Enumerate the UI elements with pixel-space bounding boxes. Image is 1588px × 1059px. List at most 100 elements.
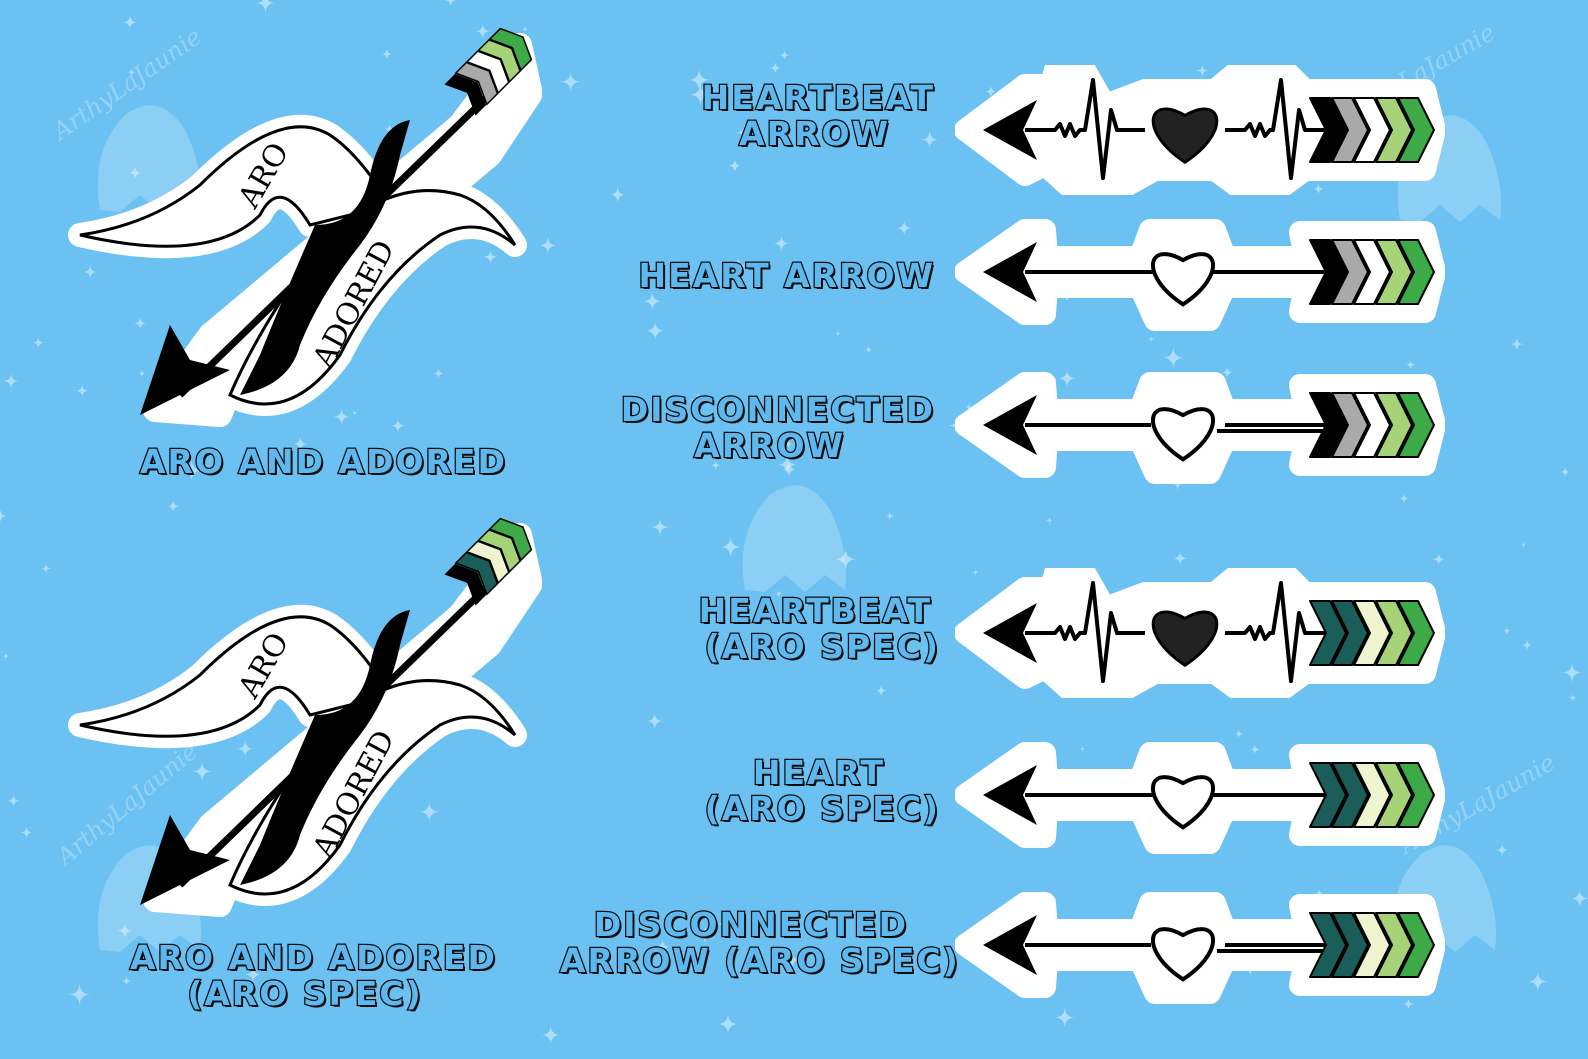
sparkle-icon — [74, 383, 90, 398]
fletching-chevron — [1397, 762, 1435, 828]
sparkle-icon — [1057, 368, 1077, 389]
sticker-label: HEART (ARO SPEC) — [703, 753, 940, 828]
fletching-chevron — [1309, 97, 1347, 163]
sparkle-icon — [769, 61, 782, 75]
sparkle-icon — [1312, 182, 1325, 196]
fletching-chevron — [1331, 762, 1369, 828]
sparkle-icon — [690, 391, 706, 408]
fletching-chevron — [1353, 600, 1391, 666]
broken-heart-icon — [1151, 407, 1215, 462]
sparkle-icon — [1398, 493, 1410, 504]
fletching-chevron — [1375, 392, 1413, 458]
sparkle-icon — [774, 589, 783, 598]
sparkle-icon — [644, 320, 666, 342]
arrow-sticker-heartbeat-arospec — [955, 568, 1445, 698]
sparkle-icon — [180, 458, 204, 483]
sparkle-icon — [1495, 843, 1509, 857]
sparkle-icon — [711, 92, 719, 99]
sparkle-icon — [920, 130, 940, 150]
sparkle-icon — [379, 461, 395, 477]
fletching-chevron — [1331, 912, 1369, 978]
sparkle-icon — [1161, 346, 1185, 370]
sparkle-icon — [864, 345, 874, 355]
sparkle-icon — [1561, 662, 1583, 684]
sparkle-icon — [1520, 541, 1528, 549]
sticker-label: HEARTBEAT (ARO SPEC) — [697, 591, 940, 666]
sparkle-icon — [182, 943, 200, 961]
outline-heart-icon — [1151, 775, 1215, 830]
sparkle-icon — [82, 264, 98, 280]
arrow-sticker-disconnected-aro — [955, 372, 1445, 484]
sparkle-icon — [521, 25, 529, 33]
sparkle-icon — [292, 436, 309, 452]
arrow-sticker-heart-arospec — [955, 742, 1445, 854]
fletching-chevron — [1375, 97, 1413, 163]
sparkle-icon — [1172, 550, 1188, 567]
sticker-label: HEART ARROW — [637, 256, 935, 295]
sparkle-icon — [1560, 466, 1571, 478]
sparkle-icon — [559, 70, 582, 93]
ghost-watermark-icon — [97, 105, 201, 212]
sticker-label: DISCONNECTED ARROW (ARO SPEC) — [559, 905, 960, 980]
sparkle-icon — [1147, 335, 1155, 343]
sparkle-icon — [1079, 745, 1086, 753]
sparkle-icon — [885, 511, 895, 521]
sparkle-icon — [2, 372, 20, 390]
sparkle-icon — [776, 454, 798, 476]
sparkle-icon — [40, 562, 52, 575]
sparkle-icon — [1053, 1006, 1076, 1029]
sticker-label: ARO AND ADORED (ARO SPEC) — [129, 938, 497, 1013]
outline-heart-icon — [1151, 252, 1215, 307]
sparkle-icon — [235, 739, 255, 759]
sparkle-icon — [6, 793, 21, 808]
sparkle-icon — [332, 407, 351, 426]
heartbeat-heart-icon — [1151, 107, 1219, 164]
sparkle-icon — [834, 547, 858, 571]
sparkle-icon — [443, 0, 458, 8]
sparkle-icon — [116, 922, 134, 940]
fletching-chevron — [1375, 600, 1413, 666]
sparkle-icon — [244, 965, 262, 984]
sparkle-icon — [538, 235, 558, 256]
sparkle-icon — [133, 316, 148, 331]
sparkle-icon — [1521, 639, 1534, 652]
sparkle-icon — [1195, 64, 1209, 78]
sparkle-icon — [383, 123, 396, 136]
sparkle-icon — [1314, 888, 1324, 898]
fletching-chevron — [1397, 600, 1435, 666]
sparkle-icon — [418, 801, 441, 823]
sparkle-icon — [650, 517, 670, 537]
fletching-chevron — [1353, 97, 1391, 163]
sparkle-icon — [727, 912, 736, 921]
sparkle-icon — [474, 22, 492, 40]
sparkle-icon — [734, 122, 756, 143]
sparkle-icon — [654, 938, 671, 956]
sparkle-icon — [432, 367, 445, 380]
sparkle-icon — [1, 652, 10, 661]
sparkle-icon — [482, 249, 499, 265]
sparkle-icon — [1509, 337, 1524, 352]
arrow-sticker-heart-aro — [955, 219, 1445, 331]
sparkle-icon — [716, 915, 733, 933]
fletching-chevron — [1375, 762, 1413, 828]
fletching-chevron — [1331, 392, 1369, 458]
sticker-label: DISCONNECTED ARROW — [620, 390, 935, 465]
fletching-chevron — [1353, 239, 1391, 305]
sparkle-icon — [19, 825, 34, 840]
fletching-chevron — [1331, 600, 1369, 666]
fletching-chevron — [1331, 97, 1369, 163]
sparkle-icon — [1045, 516, 1054, 525]
sparkle-icon — [1568, 693, 1578, 703]
sparkle-icon — [1249, 744, 1261, 756]
fletching-chevron — [1309, 762, 1347, 828]
sparkle-icon — [645, 712, 664, 730]
sparkle-icon — [783, 439, 794, 450]
sparkle-icon — [642, 291, 663, 312]
sticker-label: HEARTBEAT ARROW — [700, 78, 935, 153]
sparkle-icon — [965, 403, 973, 411]
sparkle-icon — [1502, 626, 1512, 636]
sparkle-icon — [728, 256, 749, 277]
fletching-chevron — [1309, 392, 1347, 458]
fletching-chevron — [1397, 97, 1435, 163]
sparkle-icon — [778, 49, 791, 61]
